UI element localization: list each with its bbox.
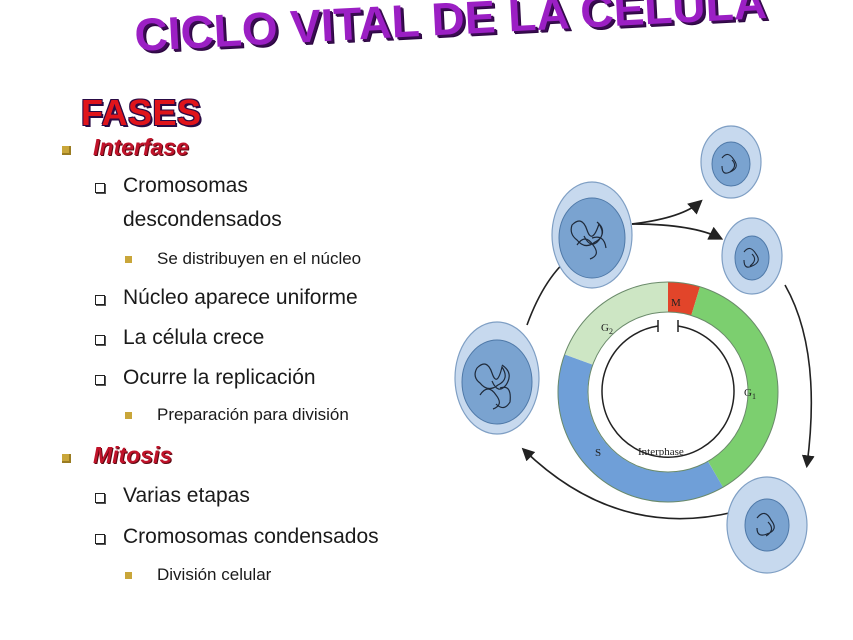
outline-text: descondensados xyxy=(123,208,282,231)
arrow-split-up xyxy=(631,199,703,225)
cell-right-daughter xyxy=(721,217,783,295)
square-bullet-icon xyxy=(125,256,132,263)
square-bullet-icon xyxy=(62,454,71,463)
ring-segment-s xyxy=(557,354,724,503)
hollow-square-bullet-icon xyxy=(95,183,105,193)
outline-text: Cromosomas xyxy=(123,174,248,197)
arrow-split-down xyxy=(631,223,724,240)
label-interphase: Interphase xyxy=(638,446,684,458)
outline-text: Ocurre la replicación xyxy=(123,366,316,389)
interphase-arc xyxy=(601,325,735,458)
ring-segment-m xyxy=(667,282,700,316)
ring-segment-g2 xyxy=(564,281,669,366)
outline-text: Cromosomas condensados xyxy=(123,525,379,548)
outline-text: Preparación para división xyxy=(157,405,349,424)
outline-heading: Interfase xyxy=(93,134,189,160)
outline-text: La célula crece xyxy=(123,326,265,349)
label-g1: G1 xyxy=(744,387,756,401)
label-g2: G2 xyxy=(601,322,613,336)
square-bullet-icon xyxy=(125,572,132,579)
hollow-square-bullet-icon xyxy=(95,295,105,305)
ring-outer-edge xyxy=(557,281,779,503)
cell-left xyxy=(454,321,540,435)
arrow-to-left xyxy=(521,447,735,520)
cell-top-right-daughter xyxy=(700,125,762,199)
arrow-to-bottom-right xyxy=(784,284,815,469)
ring-segment-g1 xyxy=(690,286,778,488)
outline-text: División celular xyxy=(157,565,272,584)
hollow-square-bullet-icon xyxy=(95,375,105,385)
outline-text: Núcleo aparece uniforme xyxy=(123,286,358,309)
cell-top xyxy=(551,181,633,289)
outline-text: Se distribuyen en el núcleo xyxy=(157,249,362,268)
square-bullet-icon xyxy=(62,146,71,155)
hollow-square-bullet-icon xyxy=(95,534,105,544)
label-m: M xyxy=(671,297,681,309)
cell-bottom-right xyxy=(726,476,808,574)
hollow-square-bullet-icon xyxy=(95,335,105,345)
square-bullet-icon xyxy=(125,412,132,419)
hollow-square-bullet-icon xyxy=(95,493,105,503)
cell-cycle-diagram: M G2 G1 S Interphase xyxy=(454,125,815,574)
section-heading: FASES xyxy=(81,92,202,133)
outline-text: Varias etapas xyxy=(123,484,250,507)
label-s: S xyxy=(595,447,601,459)
slide-title: CICLO VITAL DE LA CÉLULA xyxy=(133,0,768,61)
outline-heading: Mitosis xyxy=(93,442,173,468)
ring-inner-edge xyxy=(587,311,749,473)
